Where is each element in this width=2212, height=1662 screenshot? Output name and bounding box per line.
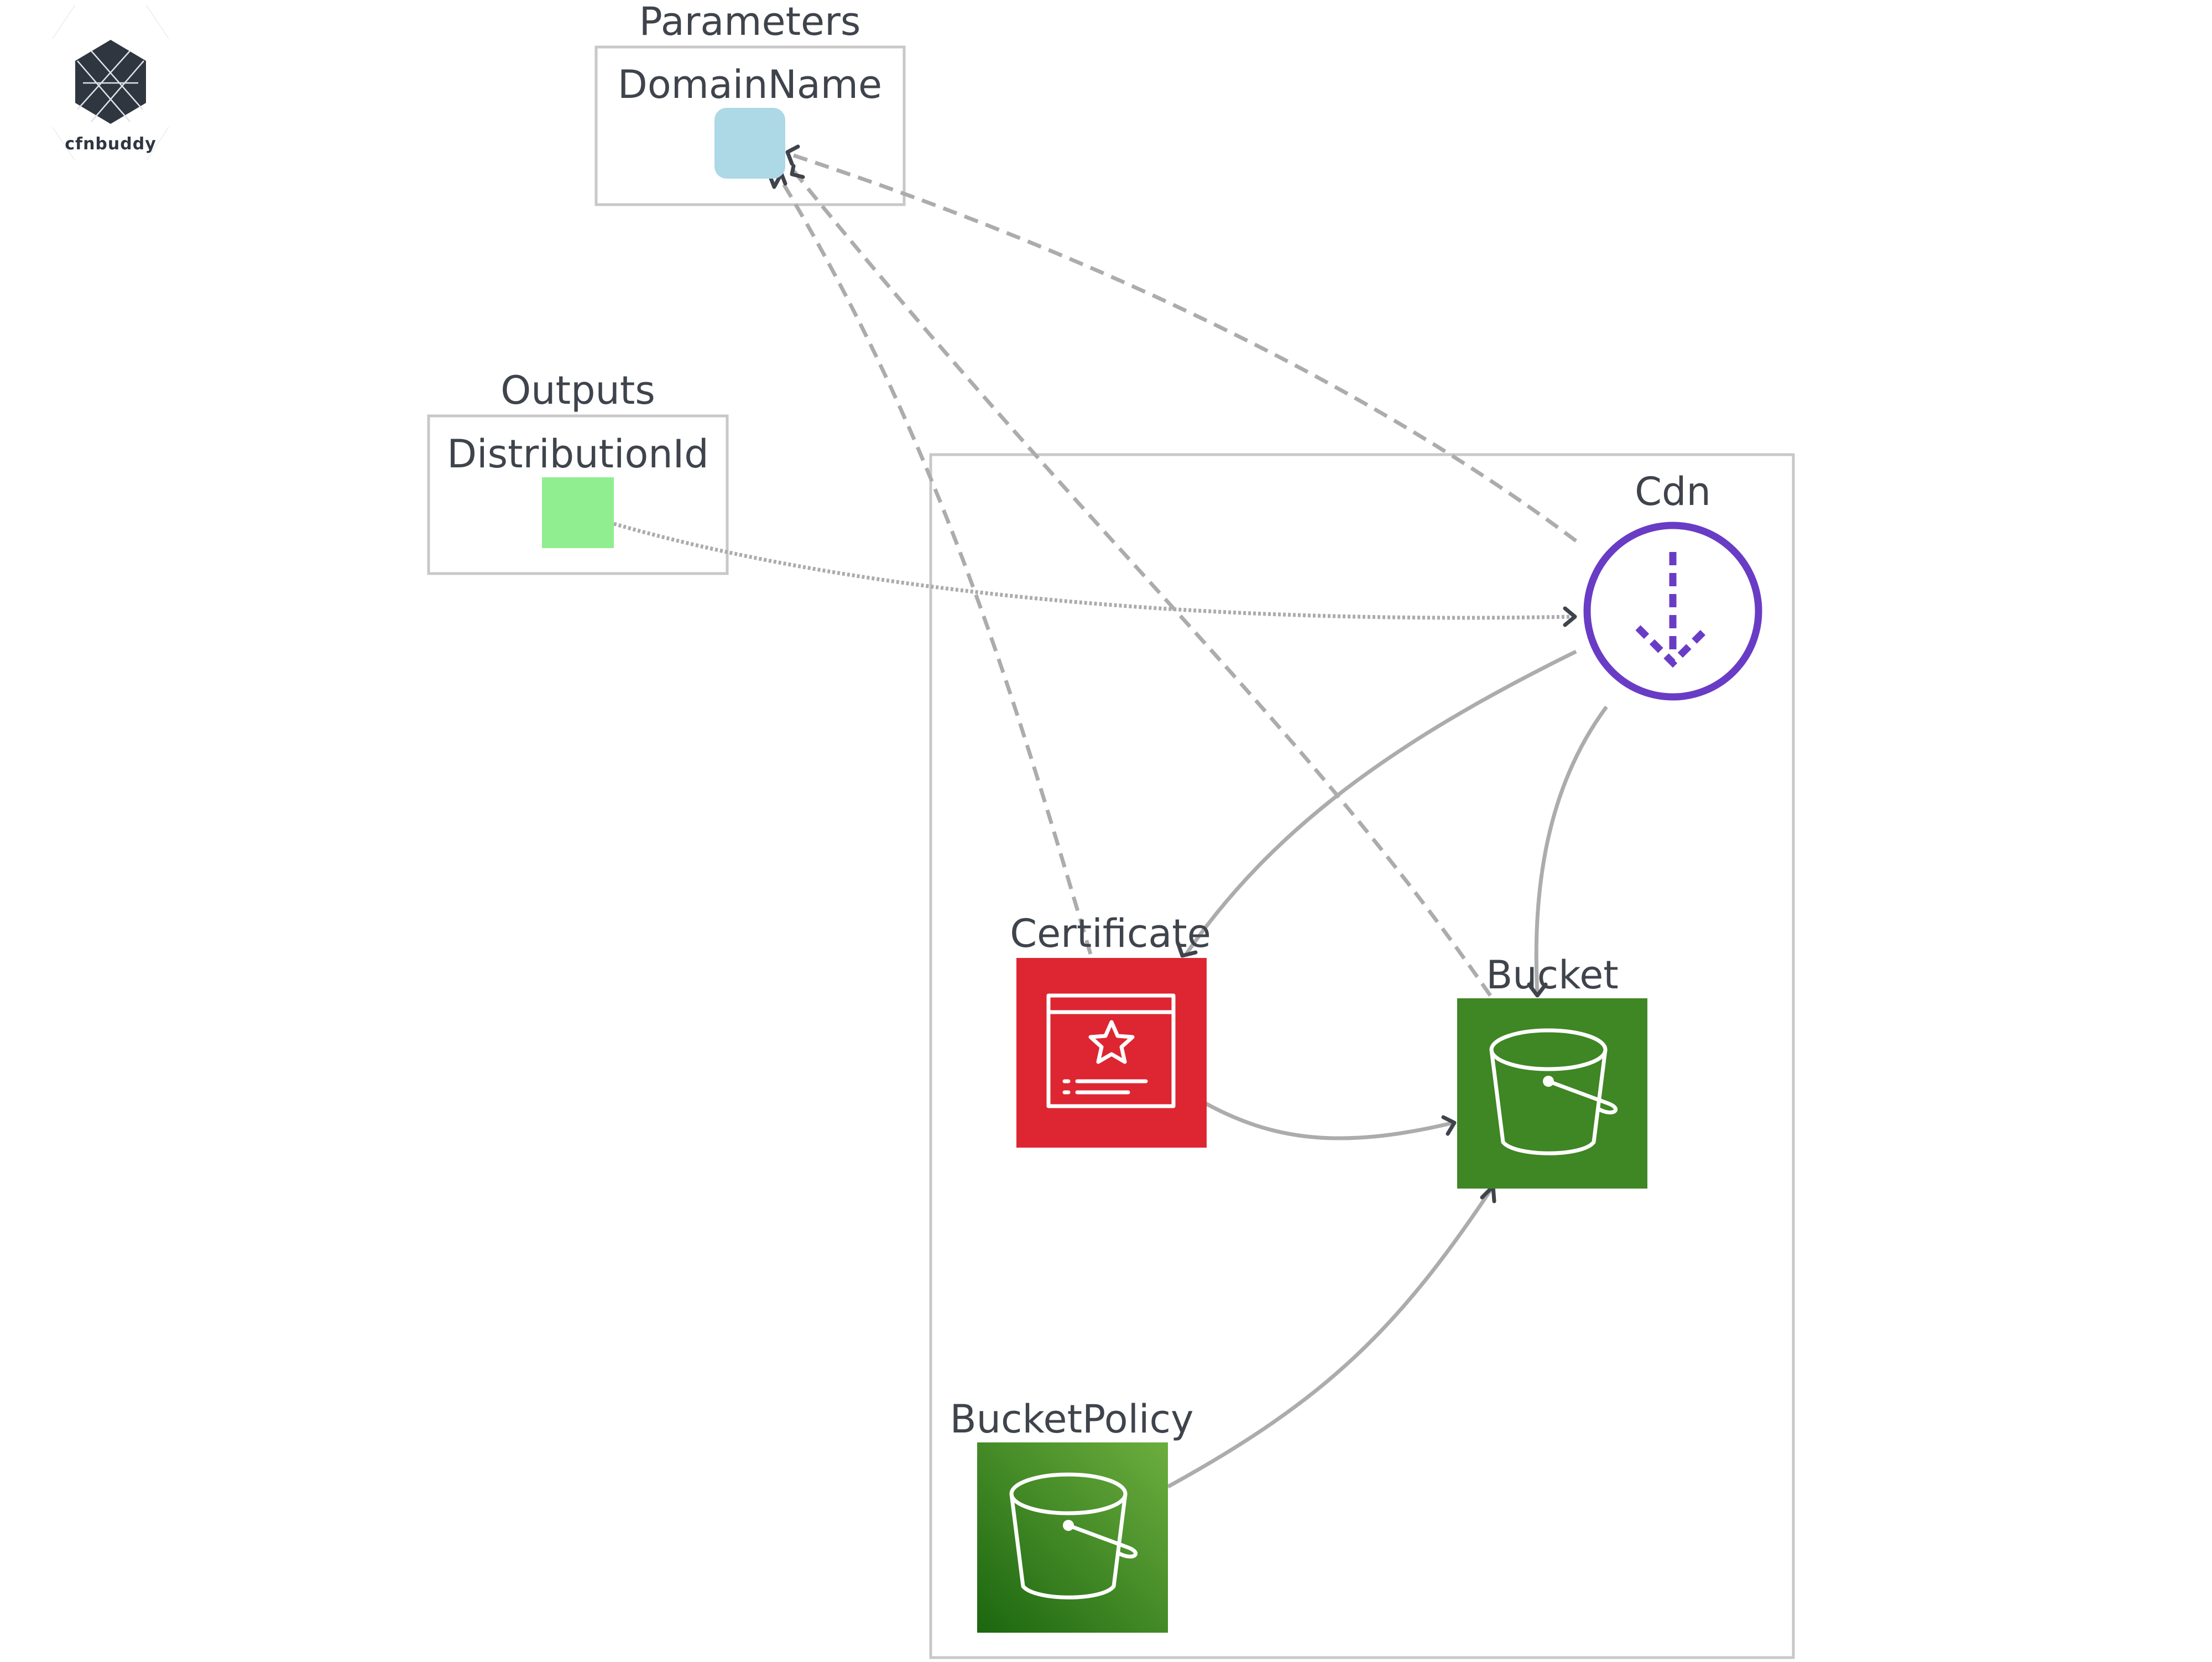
resource-bucketpolicy[interactable]: BucketPolicy — [950, 1397, 1194, 1633]
resource-cdn-label: Cdn — [1635, 469, 1711, 514]
arrowhead-certificate-cdn — [1176, 941, 1198, 958]
arrowhead-bucket-certificate — [1441, 1115, 1457, 1136]
parameter-domainname-swatch[interactable] — [714, 108, 785, 179]
output-distributionid[interactable]: DistributionId — [447, 431, 709, 548]
outputs-title: Outputs — [500, 368, 655, 413]
edge-cdn-to-domainname — [791, 153, 1578, 543]
parameter-domainname[interactable]: DomainName — [618, 62, 882, 179]
arrowhead-domainname-certificate — [768, 171, 787, 189]
resource-bucket-label: Bucket — [1486, 952, 1618, 998]
outputs-group: Outputs — [427, 368, 729, 575]
resource-bucket[interactable]: Bucket — [1457, 952, 1647, 1189]
resource-certificate-label: Certificate — [1010, 911, 1211, 956]
arrowhead-domainname-cdn — [785, 144, 800, 166]
cloudfront-icon — [1583, 522, 1762, 701]
parameters-group: Parameters — [594, 0, 906, 206]
parameters-title: Parameters — [639, 0, 861, 44]
edge-distributionid-to-cdn — [613, 522, 1574, 620]
logo-text: cfnbuddy — [65, 134, 156, 154]
outputs-frame — [427, 414, 729, 575]
output-distributionid-label: DistributionId — [447, 431, 708, 477]
certificate-manager-icon — [1016, 958, 1207, 1148]
s3-bucket-icon — [977, 1442, 1168, 1633]
edge-bucket-to-domainname — [788, 164, 1492, 997]
arrowhead-domainname-bucket — [790, 164, 805, 179]
arrowhead-cdn-distributionid — [1563, 606, 1577, 627]
parameters-frame — [594, 45, 906, 206]
cfnbuddy-logo: cfnbuddy — [52, 5, 169, 161]
edge-cdn-to-bucket — [1534, 705, 1608, 994]
s3-bucket-icon — [1457, 998, 1647, 1189]
arrowhead-bucket-cdn — [1527, 982, 1548, 998]
resources-frame — [929, 453, 1795, 1659]
resource-certificate[interactable]: Certificate — [1010, 911, 1211, 1148]
resource-bucketpolicy-label: BucketPolicy — [950, 1397, 1194, 1442]
output-distributionid-swatch[interactable] — [542, 477, 614, 548]
resource-cdn[interactable]: Cdn — [1583, 469, 1762, 701]
edge-bucketpolicy-to-bucket — [1167, 1187, 1494, 1489]
edges — [613, 144, 1608, 1489]
parameter-domainname-label: DomainName — [618, 62, 882, 107]
edge-certificate-to-bucket — [1204, 1101, 1454, 1140]
edge-certificate-to-domainname — [777, 175, 1093, 955]
edge-cdn-to-certificate — [1185, 649, 1577, 955]
hexagon-logo-icon — [52, 5, 169, 161]
